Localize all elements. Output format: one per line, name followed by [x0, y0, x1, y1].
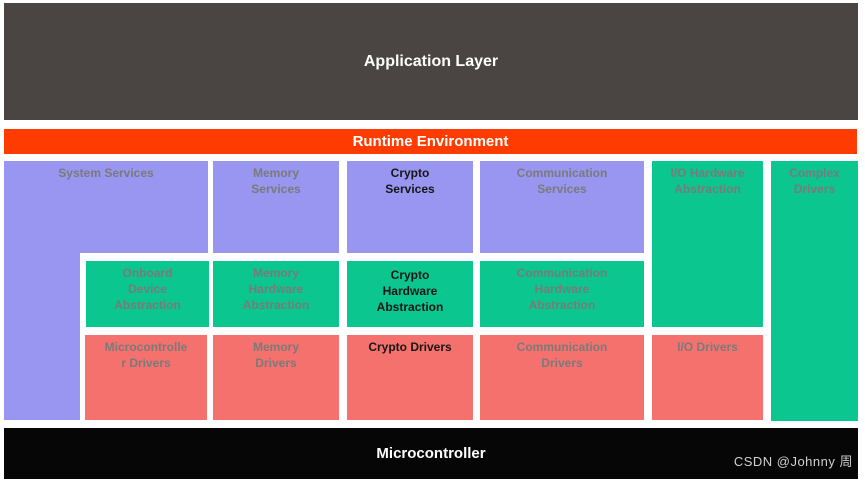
- microcontroller-bar: Microcontroller: [4, 428, 858, 479]
- io-drivers-label: I/O Drivers: [677, 340, 738, 354]
- communication-hardware-abstraction-block: Communication Hardware Abstraction: [480, 261, 644, 327]
- crypto-services-label: Crypto Services: [385, 166, 435, 196]
- memory-drivers-block: Memory Drivers: [213, 335, 339, 420]
- memory-hardware-abstraction-label: Memory Hardware Abstraction: [242, 266, 310, 312]
- complex-drivers-label: Complex Drivers: [789, 166, 840, 196]
- communication-drivers-block: Communication Drivers: [480, 335, 644, 420]
- runtime-environment-bar: Runtime Environment: [4, 129, 857, 154]
- io-hardware-abstraction-block: I/O Hardware Abstraction: [652, 161, 763, 327]
- application-layer-bar: Application Layer: [4, 3, 858, 120]
- communication-services-block: Communication Services: [480, 161, 644, 253]
- crypto-hardware-abstraction-block: Crypto Hardware Abstraction: [347, 261, 473, 327]
- memory-drivers-label: Memory Drivers: [252, 340, 299, 370]
- microcontroller-label: Microcontroller: [376, 445, 486, 462]
- watermark: CSDN @Johnny 周: [733, 454, 853, 469]
- microcontroller-drivers-block: Microcontrolle r Drivers: [85, 335, 207, 420]
- onboard-device-abstraction-label: Onboard Device Abstraction: [114, 266, 181, 312]
- communication-hardware-abstraction-label: Communication Hardware Abstraction: [516, 266, 608, 312]
- communication-drivers-label: Communication Drivers: [516, 340, 608, 370]
- crypto-services-block: Crypto Services: [347, 161, 473, 253]
- crypto-drivers-block: Crypto Drivers: [347, 335, 473, 420]
- runtime-environment-label: Runtime Environment: [352, 133, 509, 150]
- io-drivers-block: I/O Drivers: [652, 335, 763, 420]
- memory-hardware-abstraction-block: Memory Hardware Abstraction: [213, 261, 339, 327]
- memory-services-block: Memory Services: [213, 161, 339, 253]
- communication-services-label: Communication Services: [516, 166, 608, 196]
- onboard-device-abstraction-block: Onboard Device Abstraction: [86, 261, 209, 327]
- microcontroller-drivers-label: Microcontrolle r Drivers: [104, 340, 188, 370]
- complex-drivers-block: Complex Drivers: [771, 161, 858, 421]
- memory-services-label: Memory Services: [251, 166, 301, 196]
- crypto-drivers-label: Crypto Drivers: [368, 340, 452, 354]
- application-layer-label: Application Layer: [363, 52, 499, 70]
- system-services-label: System Services: [58, 166, 154, 180]
- system-services-block: System Services: [4, 161, 208, 253]
- io-hardware-abstraction-label: I/O Hardware Abstraction: [670, 166, 745, 196]
- crypto-hardware-abstraction-label: Crypto Hardware Abstraction: [376, 268, 444, 314]
